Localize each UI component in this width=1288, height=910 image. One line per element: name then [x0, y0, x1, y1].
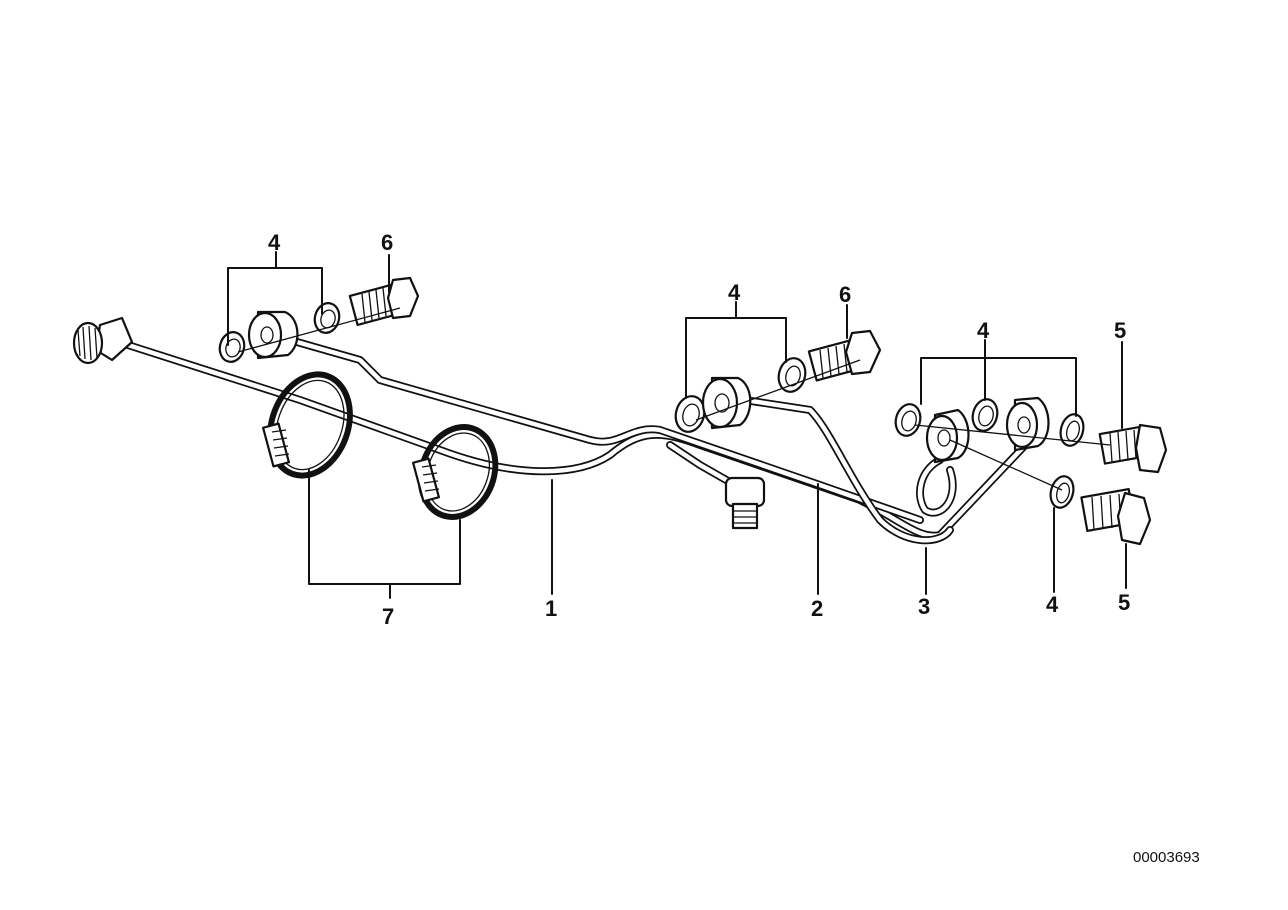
assembly-axis-c2 [949, 439, 1063, 491]
leader-lines [227, 251, 1127, 599]
banjo-bolt-a [348, 276, 420, 327]
left-pipe-connector [72, 316, 134, 365]
callout-4-bottom-right: 4 [1046, 592, 1059, 617]
fuel-line-3 [741, 396, 957, 545]
branch-fitting [724, 476, 766, 530]
callout-5-bottom-right: 5 [1118, 590, 1130, 615]
assembly-axis-c1 [914, 424, 1111, 446]
callout-2: 2 [811, 596, 823, 621]
assembly-axis-b [695, 359, 861, 421]
eye-fitting-c1 [925, 408, 970, 464]
sealing-ring-a1 [218, 331, 246, 363]
hose-clamp-right [411, 424, 499, 520]
sealing-ring-c2 [971, 398, 999, 432]
hose-clamp-left [261, 371, 353, 479]
callout-3: 3 [918, 594, 930, 619]
fuel-line-1 [124, 341, 1034, 540]
callout-4-middle: 4 [728, 280, 741, 305]
sealing-ring-c4 [1049, 475, 1075, 509]
fuel-line-2 [286, 336, 924, 524]
callout-4-right: 4 [977, 318, 990, 343]
eye-fitting-c2 [1005, 396, 1050, 452]
callout-5-top-right: 5 [1114, 318, 1126, 343]
eye-fitting-a [247, 310, 299, 360]
assembly-axis-a [237, 307, 401, 353]
callout-1: 1 [545, 596, 557, 621]
banjo-bolt-b [807, 329, 882, 382]
callout-7: 7 [382, 604, 394, 629]
sealing-ring-c1 [894, 403, 922, 437]
callout-6-middle: 6 [839, 282, 851, 307]
diagram-reference-number: 00003693 [1133, 849, 1200, 866]
branch-pipe [666, 441, 739, 489]
callout-4-top-left: 4 [268, 230, 281, 255]
banjo-bolt-c1 [1098, 423, 1168, 474]
sealing-ring-a2 [313, 302, 341, 334]
callout-6-top-left: 6 [381, 230, 393, 255]
banjo-bolt-c2 [1080, 487, 1152, 546]
sealing-ring-b2 [777, 357, 807, 393]
